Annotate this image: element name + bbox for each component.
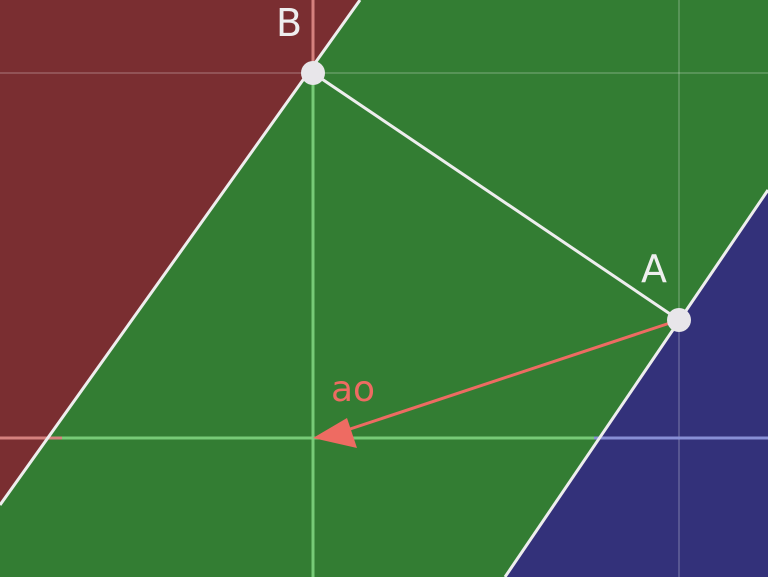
boundary-line-right: [503, 189, 768, 577]
point-b[interactable]: [301, 61, 325, 85]
boundary-line-left: [0, 0, 362, 506]
segment-ab: [312, 71, 680, 322]
vector-ao-label: ao: [331, 369, 375, 410]
point-a-label: A: [641, 247, 667, 291]
vector-ao-shaft: [337, 318, 680, 435]
vector-ao-arrowhead: [313, 418, 357, 448]
point-b-label: B: [276, 1, 302, 45]
point-a[interactable]: [667, 308, 691, 332]
